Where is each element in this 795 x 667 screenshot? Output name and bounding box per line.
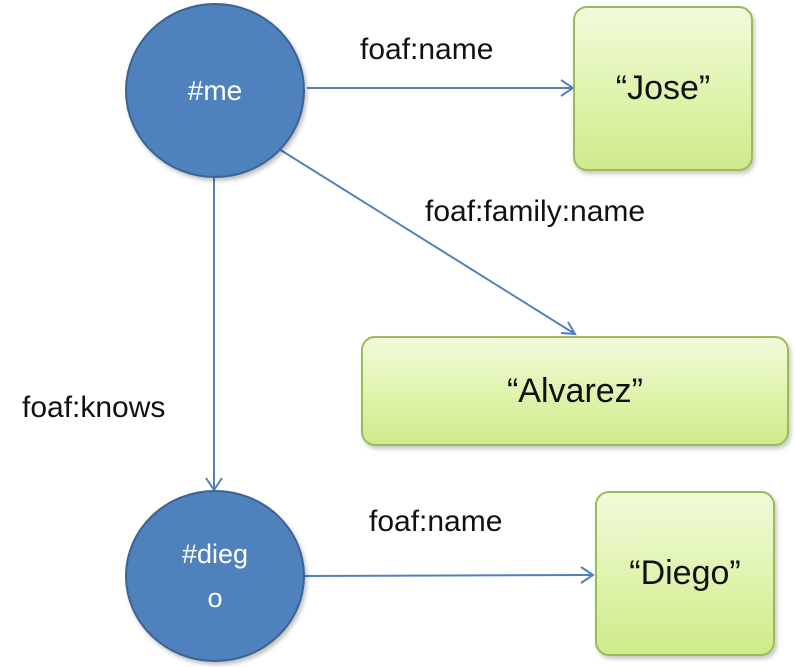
resource-node-diego[interactable]: #dieg o [125,490,305,662]
literal-node-jose-label: “Jose” [615,69,711,107]
literal-node-jose[interactable]: “Jose” [573,6,753,171]
arrowhead-me-family-name [560,321,577,336]
edge-label-me-name: foaf:name [360,33,494,66]
literal-node-alvarez-label: “Alvarez” [506,371,644,410]
edge-me-family-name [278,148,576,335]
edge-label-me-family-name: foaf:family:name [425,195,646,228]
edge-label-diego-name: foaf:name [369,505,503,538]
literal-node-diego-name-label: “Diego” [629,554,741,592]
literal-node-alvarez[interactable]: “Alvarez” [361,336,789,446]
resource-node-me[interactable]: #me [125,3,305,178]
resource-node-diego-label: #dieg o [181,539,249,613]
edge-diego-name [302,574,594,577]
literal-node-diego-name[interactable]: “Diego” [595,491,775,656]
arrowhead-diego-name [580,566,595,584]
edge-label-me-knows: foaf:knows [22,391,166,424]
resource-node-me-label: #me [187,74,243,106]
